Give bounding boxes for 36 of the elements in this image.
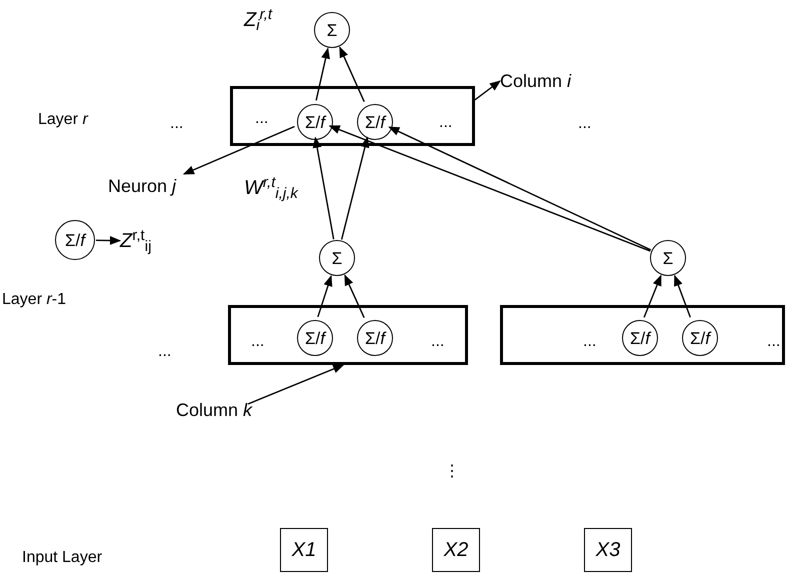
label-text: Layer r bbox=[38, 110, 88, 130]
annotation-text: Column k bbox=[176, 398, 266, 422]
arrow bbox=[182, 126, 295, 175]
arrow bbox=[674, 274, 691, 318]
label-text: ... bbox=[170, 114, 184, 134]
ellipsis-text: ... bbox=[439, 115, 452, 131]
arrow bbox=[388, 126, 652, 251]
ellipsis-text: ... bbox=[767, 334, 780, 350]
label-text: ⋮ bbox=[444, 462, 460, 482]
arrow bbox=[339, 46, 365, 102]
arrow bbox=[312, 136, 334, 240]
input-box: X2 bbox=[432, 528, 480, 572]
label-text: ... bbox=[158, 342, 172, 362]
annotation-text: Column i bbox=[500, 70, 582, 92]
arrow bbox=[643, 274, 662, 318]
ellipsis-text: ... bbox=[251, 334, 264, 350]
ellipsis-text: ... bbox=[583, 334, 596, 350]
arrow bbox=[317, 275, 332, 318]
ellipsis-text: ... bbox=[255, 111, 268, 127]
layer-box bbox=[500, 305, 785, 365]
arrow bbox=[96, 236, 122, 245]
input-box: X1 bbox=[280, 528, 328, 572]
layer-box bbox=[228, 305, 468, 365]
label-text: Layer r-1 bbox=[2, 290, 66, 310]
arrow bbox=[474, 80, 501, 100]
annotation-text: Neuron j bbox=[108, 174, 204, 198]
arrow bbox=[248, 364, 344, 405]
ellipsis-text: ... bbox=[431, 334, 444, 350]
arrow bbox=[315, 47, 330, 101]
arrow bbox=[328, 125, 651, 252]
label-text: Input Layer bbox=[22, 548, 102, 568]
arrow bbox=[344, 274, 365, 318]
layer-box bbox=[230, 86, 475, 146]
input-box: X3 bbox=[584, 528, 632, 572]
arrow bbox=[340, 136, 370, 240]
label-text: ... bbox=[578, 114, 592, 134]
